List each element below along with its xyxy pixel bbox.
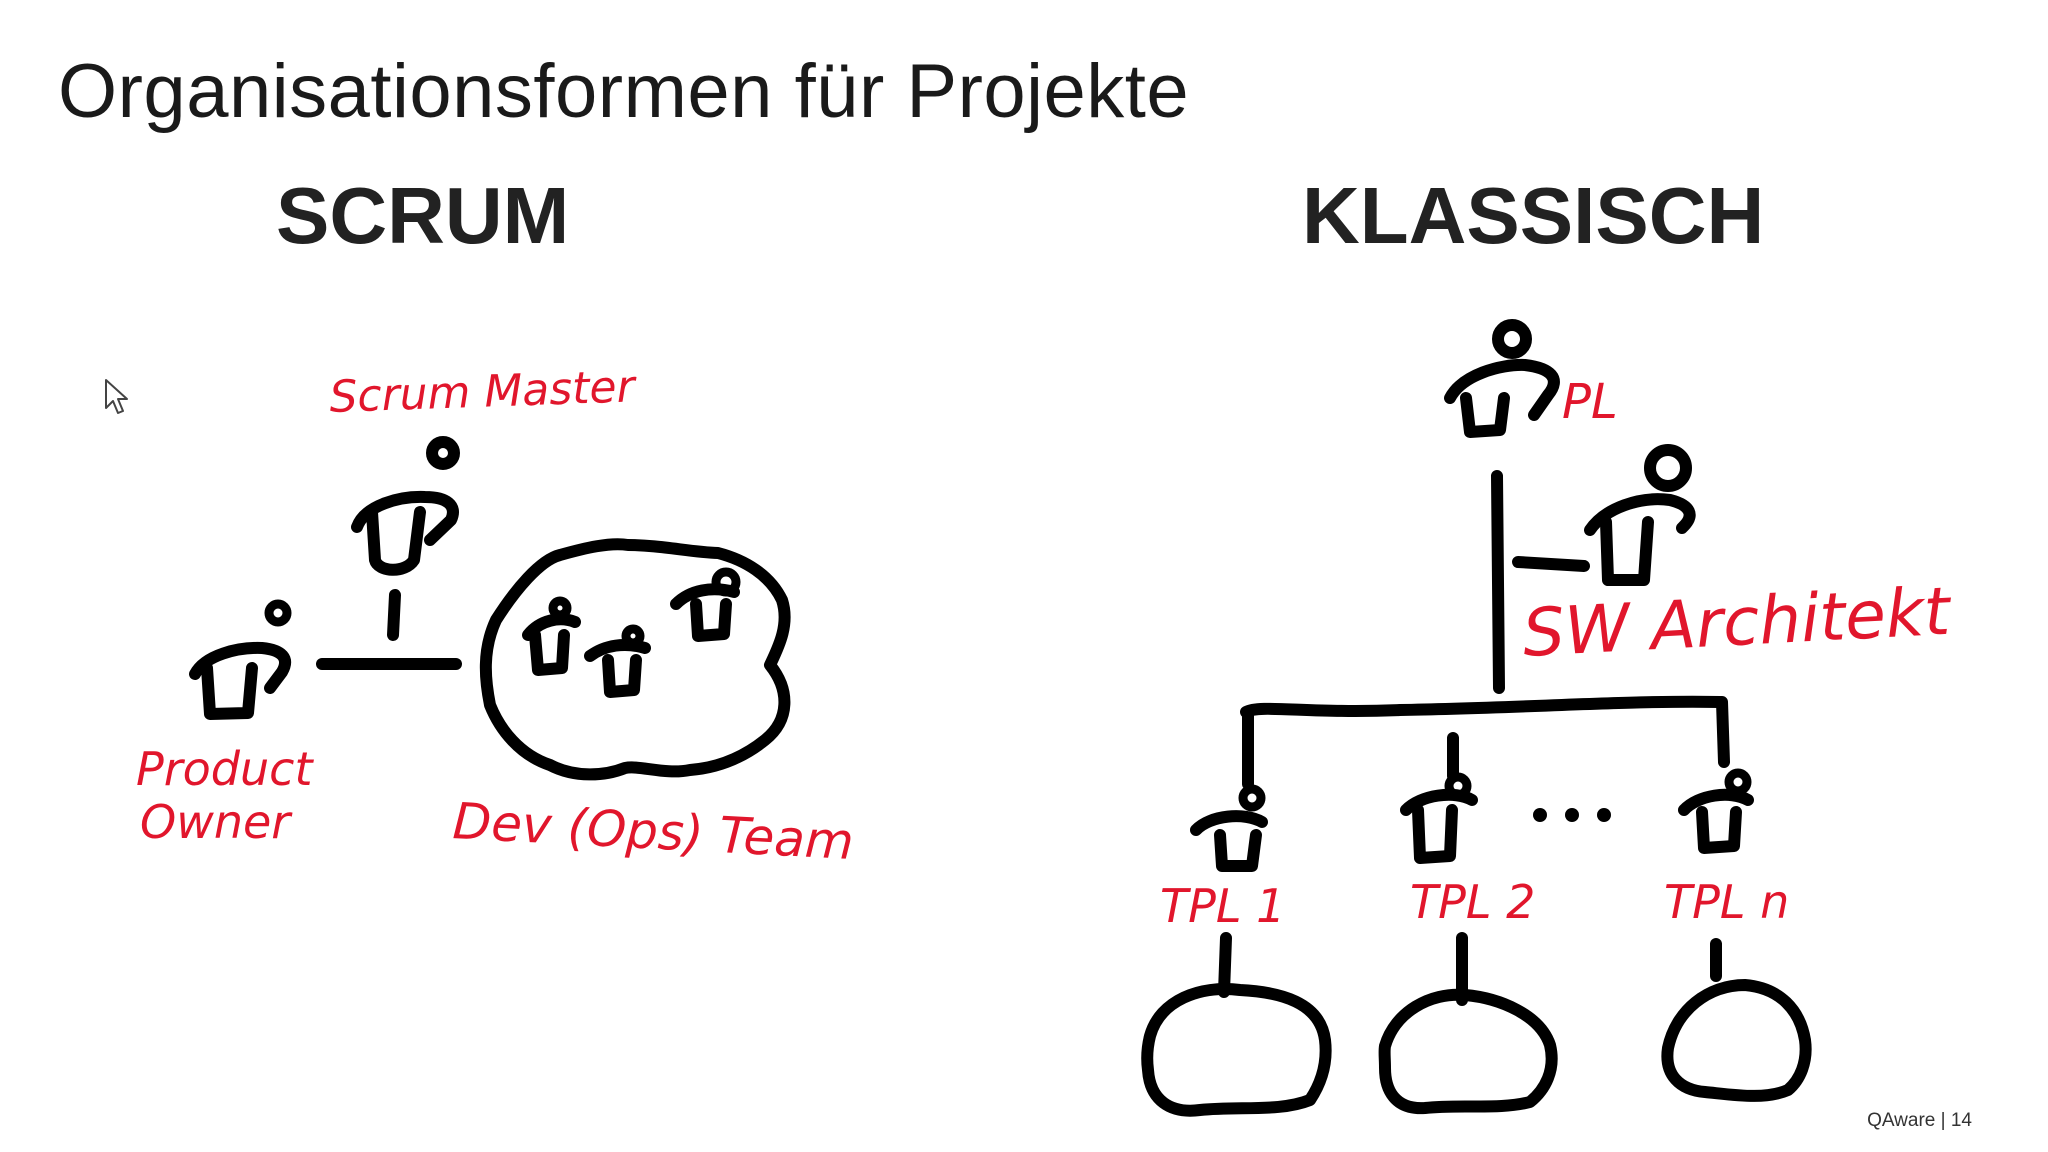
footer-brand: QAware bbox=[1867, 1110, 1936, 1131]
label-team: Dev (Ops) Team bbox=[451, 792, 855, 871]
pl-figure bbox=[1444, 319, 1560, 438]
klassisch-diagram: PL SW Architekt TPL 1 TPL 2 TPL n bbox=[1141, 319, 1954, 1117]
pl-stem bbox=[1491, 470, 1505, 694]
label-tpln: TPL n bbox=[1664, 875, 1789, 929]
page-number: 14 bbox=[1950, 1110, 1972, 1131]
team-blob-3 bbox=[1661, 979, 1812, 1102]
architect-connector bbox=[1512, 556, 1590, 572]
heading-scrum: SCRUM bbox=[276, 171, 570, 260]
label-pl: PL bbox=[1562, 374, 1618, 430]
scrum-master-figure bbox=[351, 436, 460, 641]
footer: QAware | 14 bbox=[1867, 1110, 1972, 1132]
footer-separator: | bbox=[1940, 1110, 1946, 1131]
tpln-figure bbox=[1678, 768, 1754, 854]
team-cloud bbox=[479, 538, 791, 781]
team-blob-2 bbox=[1378, 988, 1558, 1115]
scrum-diagram: Scrum Master Product Owner Dev (Ops) Tea… bbox=[136, 361, 855, 871]
architect-figure bbox=[1584, 444, 1696, 586]
ellipsis-dots bbox=[1533, 808, 1611, 822]
product-owner-figure bbox=[189, 599, 292, 720]
slide-title: Organisationsformen für Projekte bbox=[58, 49, 1190, 134]
label-product-owner-1: Product bbox=[136, 742, 314, 796]
mouse-pointer-icon bbox=[105, 379, 128, 414]
label-tpl1: TPL 1 bbox=[1160, 879, 1285, 933]
label-tpl2: TPL 2 bbox=[1410, 875, 1535, 929]
team-blob-1 bbox=[1141, 983, 1332, 1117]
team-members bbox=[522, 567, 741, 698]
tpl-branch-bar bbox=[1240, 695, 1726, 718]
label-product-owner-2: Owner bbox=[140, 795, 293, 849]
heading-klassisch: KLASSISCH bbox=[1302, 171, 1765, 260]
label-scrum-master: Scrum Master bbox=[329, 361, 639, 423]
tpl1-figure bbox=[1190, 784, 1268, 872]
tpl2-figure bbox=[1400, 772, 1478, 864]
label-architect: SW Architekt bbox=[1521, 573, 1954, 672]
